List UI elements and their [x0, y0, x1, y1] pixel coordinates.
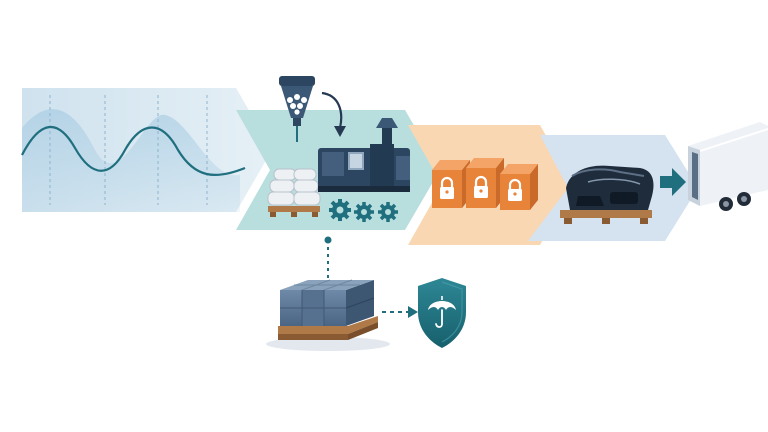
branch-arrowhead — [408, 306, 418, 318]
branch-node — [324, 236, 332, 244]
demand-wave-area — [22, 109, 240, 212]
pallet-shadow — [266, 337, 390, 351]
demand-wave-icon — [21, 126, 246, 177]
material-hopper-icon — [279, 76, 315, 142]
truck-icon — [688, 122, 768, 211]
gears-icon — [329, 199, 398, 222]
shipping-stage — [660, 122, 768, 211]
secured-stock-stage — [408, 125, 574, 245]
hopper-feed-arrow — [321, 91, 343, 129]
production-stage — [236, 76, 440, 230]
umbrella-icon — [428, 296, 456, 328]
demand-stage — [21, 88, 272, 212]
safety-branch — [266, 236, 466, 351]
finished-parts-stage — [528, 135, 698, 241]
safety-stock-pallet-icon — [278, 279, 378, 340]
hopper-feed-arrowhead — [334, 126, 346, 137]
flow-arrow-to-truck — [660, 168, 686, 196]
insurance-shield-icon — [418, 278, 466, 348]
locked-boxes-icon — [432, 158, 538, 210]
material-sacks-icon — [267, 168, 321, 217]
bumper-parts-icon — [560, 165, 654, 224]
demand-gridlines — [49, 95, 208, 205]
injection-molding-icon — [318, 118, 410, 192]
